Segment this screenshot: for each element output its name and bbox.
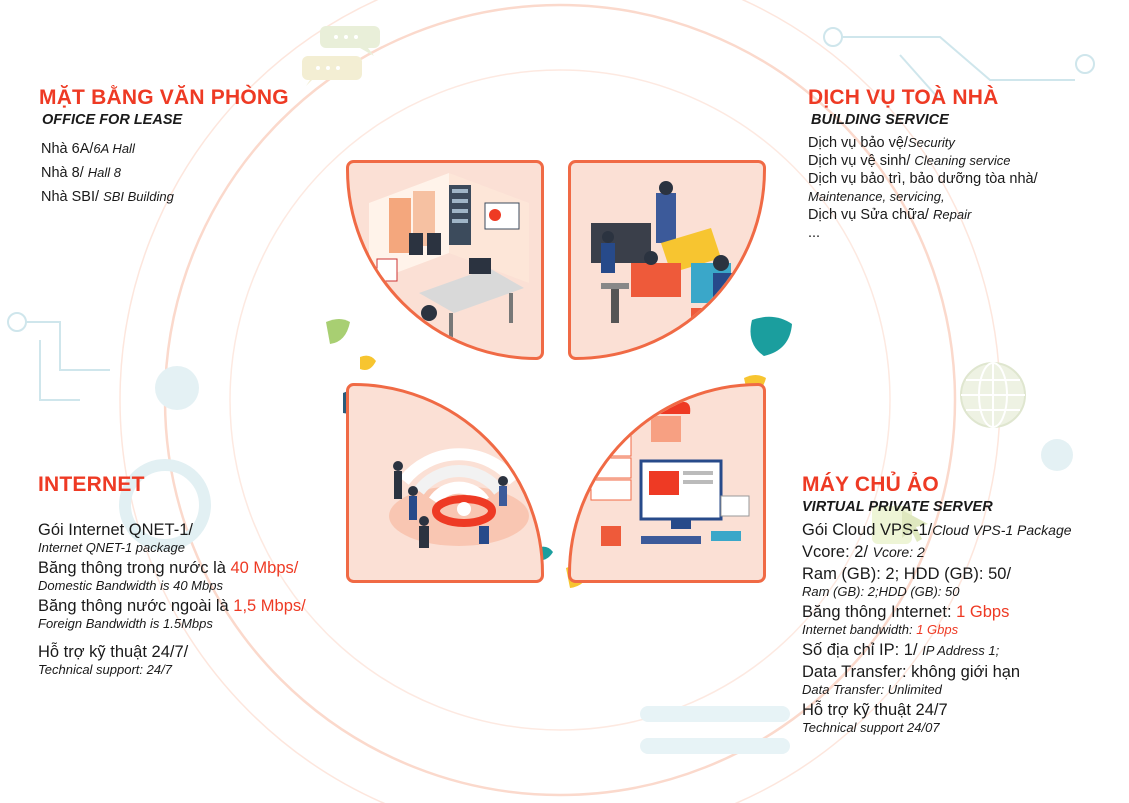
building-item: ... bbox=[808, 225, 821, 241]
internet-item: Băng thông trong nước là 40 Mbps/ Domest… bbox=[38, 559, 299, 593]
internet-title: INTERNET bbox=[38, 473, 145, 496]
globe-icon bbox=[960, 362, 1026, 428]
vps-subtitle: VIRTUAL PRIVATE SERVER bbox=[802, 499, 993, 515]
vps-item: Data Transfer: không giới hạn Data Trans… bbox=[802, 663, 1021, 697]
building-item: Dịch vụ Sửa chữa/ Repair bbox=[808, 207, 972, 223]
vps-item: Số địa chỉ IP: 1/ IP Address 1; bbox=[802, 641, 1000, 659]
vps-item: Hỗ trợ kỹ thuật 24/7 Technical support 2… bbox=[802, 701, 948, 735]
building-list: Dịch vụ bảo vệ/Security Dịch vụ vệ sinh/… bbox=[808, 134, 1038, 242]
internet-section: INTERNET Gói Internet QNET-1/ Internet Q… bbox=[38, 473, 306, 677]
chat-bubble-icon bbox=[302, 26, 380, 86]
building-subtitle: BUILDING SERVICE bbox=[811, 112, 949, 128]
cursor-icon bbox=[872, 506, 928, 544]
vps-item: Ram (GB): 2; HDD (GB): 50/ Ram (GB): 2;H… bbox=[802, 565, 1012, 599]
vps-section: MÁY CHỦ ẢO VIRTUAL PRIVATE SERVER Gói Cl… bbox=[802, 473, 1072, 736]
building-section: DỊCH VỤ TOÀ NHÀ BUILDING SERVICE Dịch vụ… bbox=[808, 86, 1038, 242]
internet-item: Băng thông nước ngoài là 1,5 Mbps/ Forei… bbox=[38, 597, 306, 631]
building-item: Maintenance, servicing, bbox=[808, 189, 945, 204]
building-item: Dịch vụ vệ sinh/ Cleaning service bbox=[808, 153, 1011, 169]
vps-title: MÁY CHỦ ẢO bbox=[802, 473, 939, 496]
vps-item: Vcore: 2/ Vcore: 2 bbox=[802, 543, 925, 561]
building-service-illustration bbox=[568, 160, 766, 360]
office-item: Nhà SBI/ SBI Building bbox=[41, 189, 174, 205]
internet-list: Gói Internet QNET-1/ Internet QNET-1 pac… bbox=[38, 521, 306, 677]
office-section: MẶT BẰNG VĂN PHÒNG OFFICE FOR LEASE Nhà … bbox=[39, 86, 289, 209]
vps-item: Băng thông Internet: 1 Gbps Internet ban… bbox=[802, 603, 1010, 637]
internet-item: Gói Internet QNET-1/ Internet QNET-1 pac… bbox=[38, 521, 193, 555]
office-title: MẶT BẰNG VĂN PHÒNG bbox=[39, 86, 289, 109]
office-item: Nhà 6A/6A Hall bbox=[41, 141, 135, 157]
building-item: Dịch vụ bảo vệ/Security bbox=[808, 135, 955, 151]
internet-item: Hỗ trợ kỹ thuật 24/7/ Technical support:… bbox=[38, 643, 189, 677]
office-item: Nhà 8/ Hall 8 bbox=[41, 165, 121, 181]
office-list: Nhà 6A/6A Hall Nhà 8/ Hall 8 Nhà SBI/ SB… bbox=[41, 137, 289, 209]
building-item: Dịch vụ bảo trì, bảo dưỡng tòa nhà/ bbox=[808, 171, 1038, 187]
vps-list: Gói Cloud VPS-1/Cloud VPS-1 Package Vcor… bbox=[802, 521, 1072, 736]
building-title: DỊCH VỤ TOÀ NHÀ bbox=[808, 86, 999, 109]
vps-item: Gói Cloud VPS-1/Cloud VPS-1 Package bbox=[802, 521, 1072, 539]
office-subtitle: OFFICE FOR LEASE bbox=[42, 112, 183, 128]
